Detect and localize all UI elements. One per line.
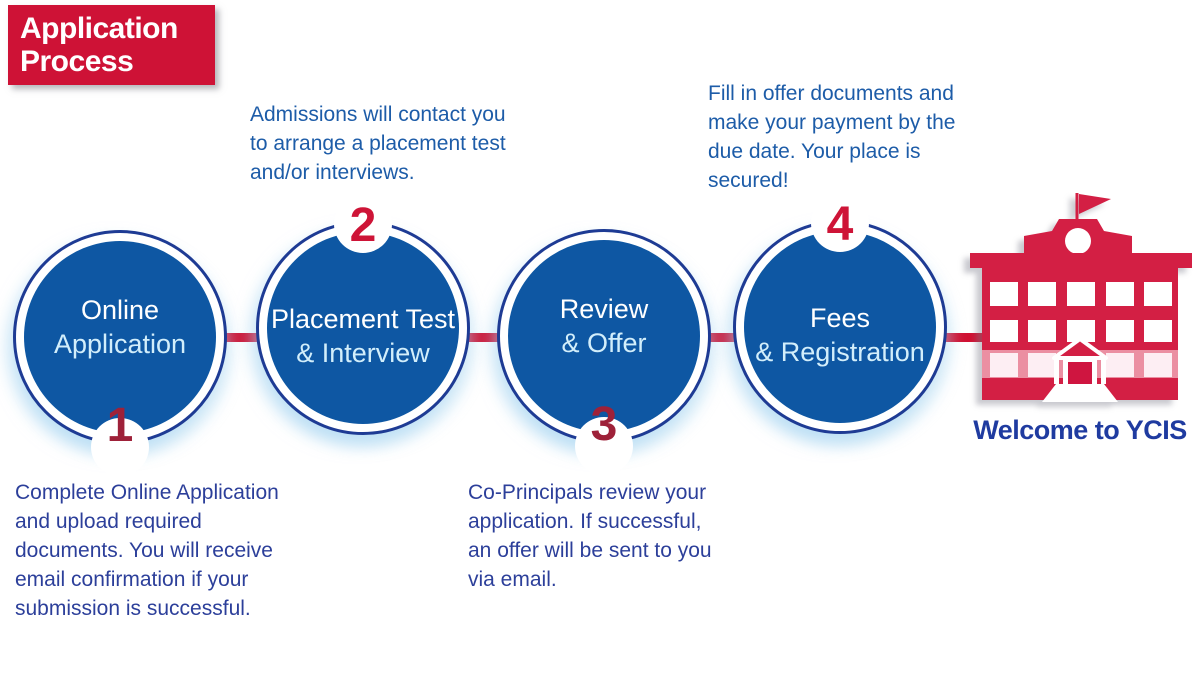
step-1-label-line1: Online (80, 295, 160, 325)
window (1028, 320, 1056, 342)
step-2-disc: Placement Test & Interview (267, 232, 459, 424)
roof-cornice (970, 253, 1192, 268)
flag-icon (1079, 194, 1111, 214)
step-2-description: Admissions will contact you to arrange a… (250, 103, 506, 184)
step-3-label-line1: Review (559, 294, 649, 324)
flagpole (1075, 193, 1079, 223)
step-3-disc: Review & Offer (508, 240, 700, 432)
step-3-label-line2: & Offer (561, 328, 647, 358)
pediment-round-window (1065, 228, 1091, 254)
step-1-number-notch (91, 418, 149, 476)
step-3-circle: Review & Offer 3 (497, 229, 711, 475)
window (1106, 320, 1134, 342)
step-3-number-notch (575, 417, 633, 475)
title-box: Application Process (8, 5, 215, 85)
window (990, 282, 1018, 306)
step-2-label-line2: & Interview (296, 338, 430, 368)
step-2-number-notch (334, 195, 392, 253)
step-3-description: Co-Principals review your application. I… (468, 481, 712, 591)
entrance-steps (1042, 384, 1118, 402)
page-title: Application Process (20, 12, 178, 78)
step-1-number: 1 (106, 399, 134, 452)
step-2-label: Placement Test & Interview (271, 286, 455, 370)
step-4-number: 4 (826, 198, 854, 251)
step-4-label-line2: & Registration (755, 337, 925, 367)
window (1106, 282, 1134, 306)
step-4-number-notch (811, 194, 869, 252)
window (1144, 353, 1172, 377)
window (1028, 353, 1056, 377)
window (1067, 320, 1095, 342)
step-3-number: 3 (590, 398, 618, 451)
step-1-circle: Online Application 1 (13, 230, 227, 476)
step-2-label-line1: Placement Test (270, 304, 456, 334)
destination-block: Welcome to YCIS (958, 190, 1200, 446)
step-1-label-line2: Application (53, 329, 187, 359)
window (1067, 282, 1095, 306)
step-3-label: Review & Offer (560, 292, 649, 380)
school-building-icon (970, 193, 1192, 402)
step-4-label-line1: Fees (809, 303, 871, 333)
step-2-circle: Placement Test & Interview 2 (256, 195, 470, 435)
step-1-disc: Online Application (24, 241, 216, 433)
window (1144, 282, 1172, 306)
window (990, 353, 1018, 377)
portico-column-right (1101, 358, 1106, 384)
step-4-disc: Fees & Registration (744, 231, 936, 423)
portico-column-left (1054, 358, 1059, 384)
door (1068, 362, 1092, 385)
step-4-label: Fees & Registration (755, 285, 925, 369)
step-1-label: Online Application (54, 293, 186, 381)
window (1028, 282, 1056, 306)
step-1-description: Complete Online Application and upload r… (15, 481, 279, 620)
welcome-text: Welcome to YCIS (973, 415, 1187, 445)
step-4-description: Fill in offer documents and make your pa… (708, 82, 956, 192)
window (990, 320, 1018, 342)
step-4-circle: Fees & Registration 4 (733, 194, 947, 434)
step-2-number: 2 (349, 199, 377, 252)
window (1144, 320, 1172, 342)
window (1106, 353, 1134, 377)
